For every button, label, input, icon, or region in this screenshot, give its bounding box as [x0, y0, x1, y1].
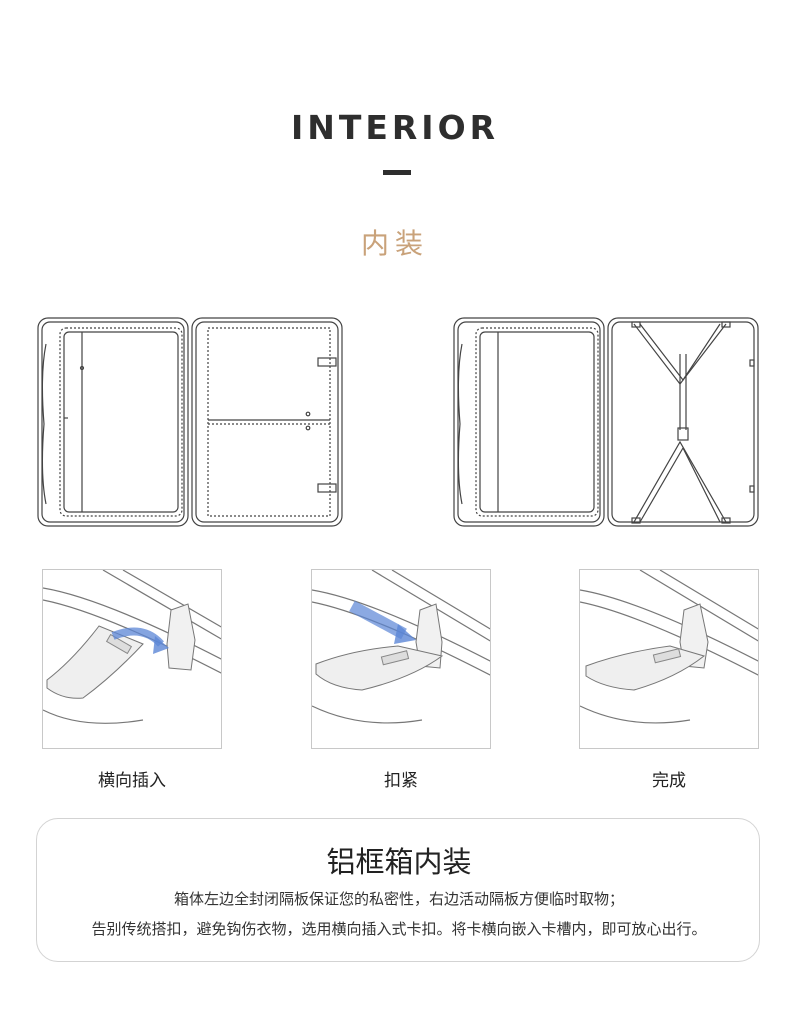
page-subtitle: 内装	[360, 227, 429, 260]
suitcase-divider-diagram	[37, 317, 343, 527]
step-fasten-panel	[311, 569, 491, 749]
buckle-complete-illustration	[580, 570, 758, 724]
step-complete-label: 完成	[652, 771, 686, 791]
info-line-2: 告别传统搭扣，避免钩伤衣物，选用横向插入式卡扣。将卡横向嵌入卡槽内，即可放心出行…	[91, 920, 707, 938]
suitcase-strap-diagram	[453, 317, 759, 527]
info-title: 铝框箱内装	[326, 845, 472, 879]
step-insert-panel	[42, 569, 222, 749]
step-complete-panel	[579, 569, 759, 749]
step-insert-label: 横向插入	[98, 771, 166, 791]
buckle-fasten-illustration	[312, 570, 490, 724]
buckle-insert-illustration	[43, 570, 221, 724]
info-card: 铝框箱内装 箱体左边全封闭隔板保证您的私密性，右边活动隔板方便临时取物； 告别传…	[36, 818, 760, 962]
info-line-1: 箱体左边全封闭隔板保证您的私密性，右边活动隔板方便临时取物；	[173, 890, 624, 908]
page-title: INTERIOR	[290, 108, 500, 147]
title-divider	[383, 170, 411, 175]
step-fasten-label: 扣紧	[384, 771, 418, 791]
